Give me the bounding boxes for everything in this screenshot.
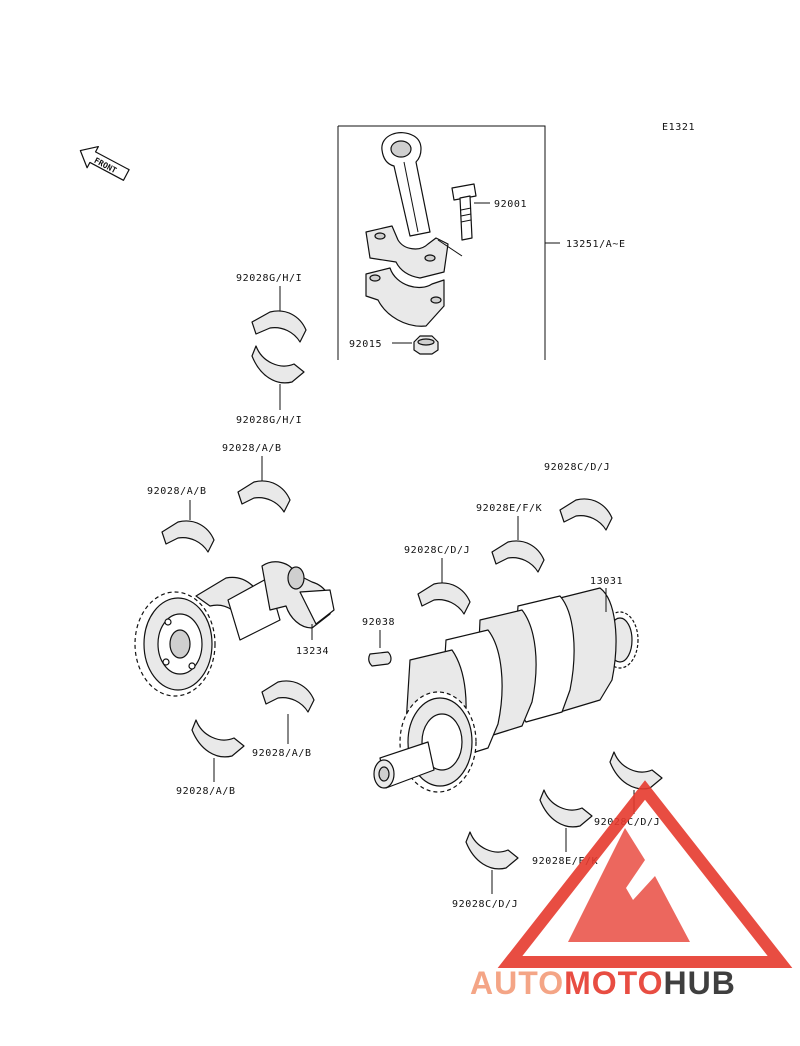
label-92001: 92001 (494, 199, 527, 210)
bearing-shell-ab-4 (191, 719, 245, 758)
connecting-rod (365, 132, 449, 279)
front-arrow-icon: FRONT (79, 145, 130, 181)
bearing-shell-efk-1 (491, 540, 545, 573)
woodruff-key (368, 651, 392, 667)
label-92028ghi-bottom: 92028G/H/I (236, 415, 302, 426)
label-92028ab-3: 92028/A/B (252, 748, 312, 759)
bearing-shell-ab-3 (261, 680, 315, 713)
label-92038: 92038 (362, 617, 395, 628)
rod-bolt (451, 183, 477, 241)
logo-text-hub: HUB (663, 965, 735, 1001)
label-92028ghi-top: 92028G/H/I (236, 273, 302, 284)
connecting-rod-cap (365, 267, 445, 327)
rod-nut (413, 335, 439, 355)
logo-text-auto: AUTO (470, 965, 564, 1001)
bearing-shell-ab-2 (161, 520, 215, 553)
label-92028ab-1: 92028/A/B (222, 443, 282, 454)
bearing-shell-cdj-4 (465, 831, 519, 870)
figure-id: E1321 (662, 122, 695, 133)
bearing-shell-cdj-2 (417, 582, 471, 615)
bearing-shell-cdj-3 (609, 751, 663, 790)
label-13251: 13251/A~E (566, 239, 626, 250)
bearing-shell-upper-ghi (251, 310, 307, 343)
svg-text:AUTOMOTOHUB: AUTOMOTOHUB (470, 965, 736, 1001)
conrod-group-bracket (337, 125, 546, 360)
logo-text-moto: MOTO (564, 965, 663, 1001)
label-92028cdj-1: 92028C/D/J (544, 462, 610, 473)
crankshaft (373, 587, 639, 793)
label-92028efk-2: 92028E/F/K (532, 856, 598, 867)
label-13234: 13234 (296, 646, 329, 657)
label-92028cdj-4: 92028C/D/J (452, 899, 518, 910)
label-92028ab-2: 92028/A/B (147, 486, 207, 497)
balancer-gear (134, 591, 216, 697)
label-92028cdj-2: 92028C/D/J (404, 545, 470, 556)
bearing-shell-cdj-1 (559, 498, 613, 531)
bearing-shell-lower-ghi (251, 345, 305, 384)
label-92028efk-1: 92028E/F/K (476, 503, 542, 514)
automotohub-logo: AUTOMOTOHUB (470, 780, 793, 1001)
label-13031: 13031 (590, 576, 623, 587)
bearing-shell-efk-2 (539, 789, 593, 828)
label-92028ab-4: 92028/A/B (176, 786, 236, 797)
balancer-shaft (134, 561, 335, 697)
bearing-shell-ab-1 (237, 480, 291, 513)
label-92015: 92015 (349, 339, 382, 350)
